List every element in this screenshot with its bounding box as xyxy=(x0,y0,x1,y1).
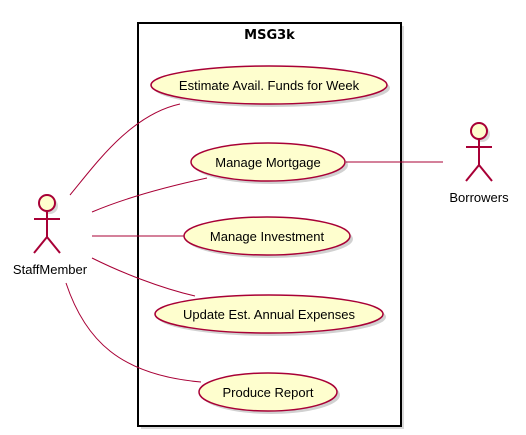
association-staff-mortgage xyxy=(91,177,208,213)
use-case-manage-mortgage: Manage Mortgage xyxy=(190,142,348,184)
stick-figure-icon xyxy=(465,122,493,182)
use-case-produce-report: Produce Report xyxy=(198,372,340,414)
association-staff-estimate xyxy=(69,103,181,196)
associations xyxy=(65,103,443,383)
actor-label-borrowers: Borrowers xyxy=(449,190,509,205)
use-case-label-estimate-funds: Estimate Avail. Funds for Week xyxy=(179,78,360,93)
use-case-manage-investment: Manage Investment xyxy=(183,216,353,258)
use-case-label-manage-mortgage: Manage Mortgage xyxy=(215,155,321,170)
use-case-label-update-expenses: Update Est. Annual Expenses xyxy=(183,307,356,322)
actor-label-staff-member: StaffMember xyxy=(13,262,88,277)
use-case-label-manage-investment: Manage Investment xyxy=(210,229,325,244)
actor-staff-member: StaffMember xyxy=(13,194,88,277)
association-staff-report xyxy=(65,282,202,383)
system-title: MSG3k xyxy=(244,28,295,43)
stick-figure-icon xyxy=(33,194,61,254)
use-case-label-produce-report: Produce Report xyxy=(222,385,313,400)
use-case-estimate-funds: Estimate Avail. Funds for Week xyxy=(150,65,390,107)
use-case-update-expenses: Update Est. Annual Expenses xyxy=(154,294,386,336)
actor-borrowers: Borrowers xyxy=(449,122,509,205)
association-staff-expenses xyxy=(91,257,196,297)
